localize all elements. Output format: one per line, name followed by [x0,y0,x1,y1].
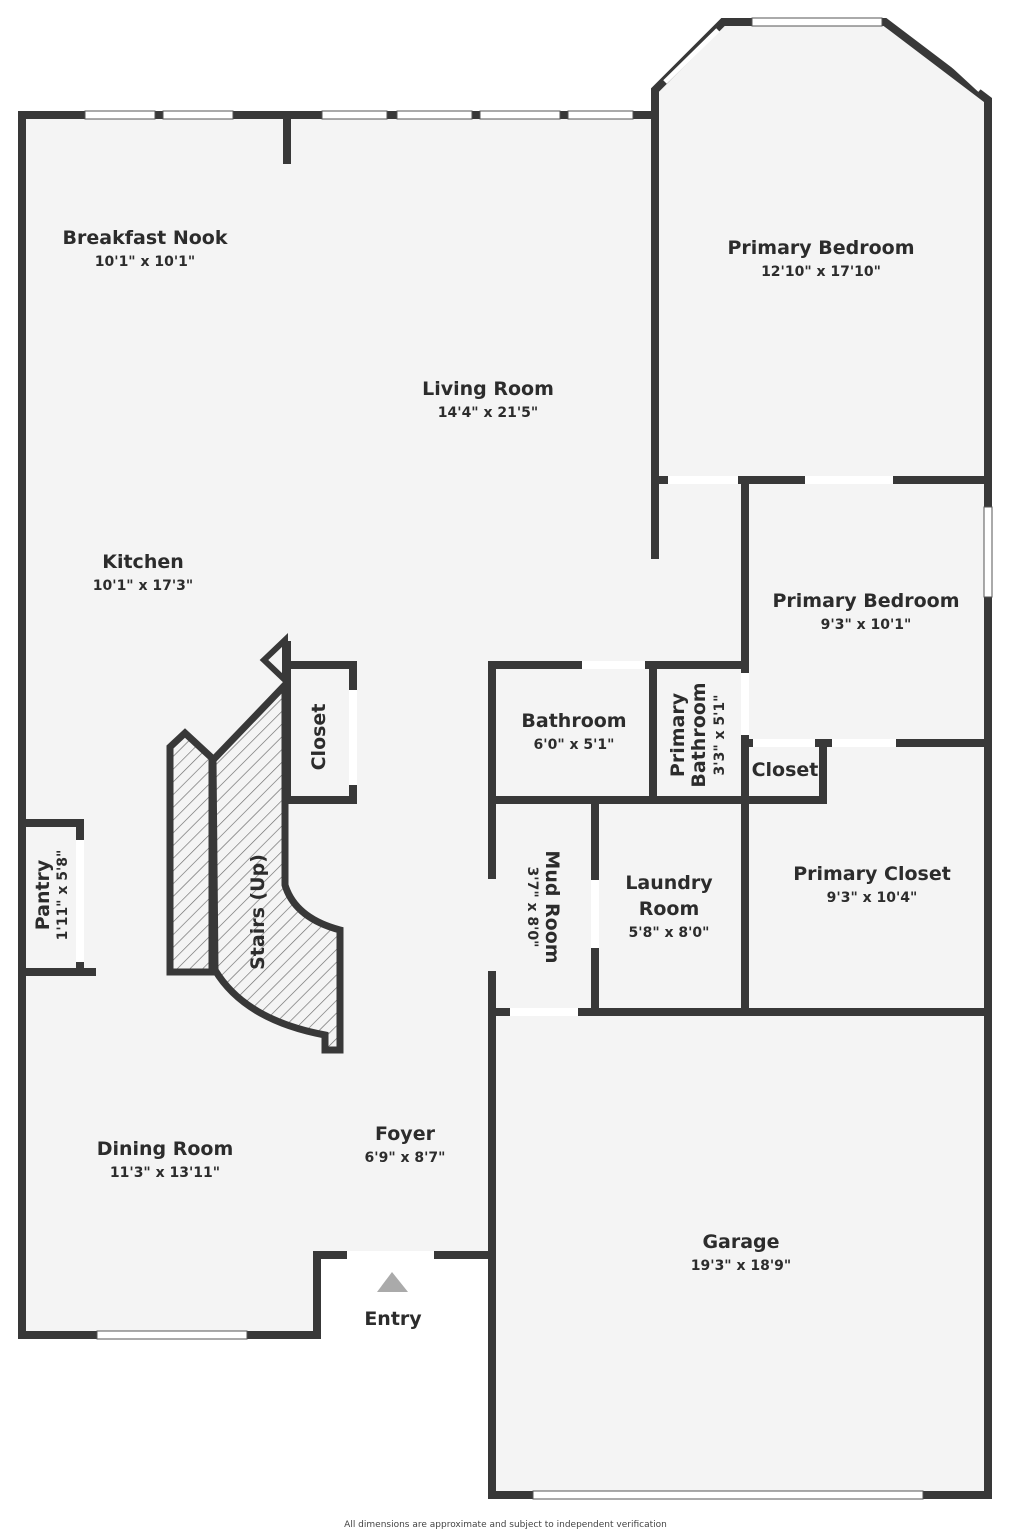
dim-dining-room: 11'3" x 13'11" [110,1165,220,1181]
window-nook-2 [162,110,234,120]
main-floor [22,22,988,1495]
window-bed-top [751,17,883,27]
label-laundry-room-1: Laundry [625,872,713,894]
dim-primary-closet: 9'3" x 10'4" [827,890,918,906]
dim-kitchen: 10'1" x 17'3" [93,578,193,594]
label-primary-bedroom-2: Primary Bedroom [772,590,959,612]
label-foyer: Foyer [375,1123,436,1145]
window-garage [532,1490,924,1500]
label-primary-bathroom-1: Primary [667,692,689,777]
label-entry: Entry [364,1308,422,1330]
label-primary-closet: Primary Closet [793,863,951,885]
label-living-room: Living Room [422,378,554,400]
dim-primary-bedroom-1: 12'10" x 17'10" [761,264,881,280]
dim-laundry-room: 5'8" x 8'0" [629,925,710,941]
label-pantry: Pantry [32,859,54,930]
window-bed-diag-left [663,28,720,84]
entry-arrow-icon [377,1272,408,1292]
label-primary-bathroom-2: Bathroom [688,682,710,787]
dim-pantry: 1'11" x 5'8" [55,850,71,941]
dim-foyer: 6'9" x 8'7" [365,1150,446,1166]
window-living-2 [396,110,473,120]
windows [76,17,993,1500]
wall-closet-small [741,739,827,804]
label-closet-bed: Closet [752,759,819,781]
dim-mud-room: 3'7" x 8'0" [524,867,540,948]
floor-area [22,22,988,1495]
window-bed-diag-right [926,40,982,92]
label-kitchen: Kitchen [102,551,184,573]
labels: Breakfast Nook 10'1" x 10'1" Living Room… [32,227,960,1330]
dim-living-room: 14'4" x 21'5" [438,405,538,421]
stairs-hatch-main [209,676,344,1054]
stairs-area [166,633,344,1054]
dim-bathroom: 6'0" x 5'1" [534,737,615,753]
dim-breakfast-nook: 10'1" x 10'1" [95,254,195,270]
wall-exterior [18,18,992,1499]
window-dining [96,1330,248,1340]
label-closet-stairs: Closet [308,704,330,771]
stairs-landing-tab [259,633,288,687]
label-primary-bedroom-1: Primary Bedroom [727,237,914,259]
label-mud-room: Mud Room [541,850,563,963]
dim-primary-bathroom: 3'3" x 5'1" [712,695,728,776]
label-dining-room: Dining Room [97,1138,234,1160]
window-nook-1 [84,110,156,120]
window-living-4 [567,110,634,120]
window-living-1 [321,110,388,120]
disclaimer-text: All dimensions are approximate and subje… [344,1520,667,1530]
window-living-3 [479,110,561,120]
label-laundry-room-2: Room [639,898,700,920]
stairs-hatch-left [166,728,216,976]
dim-garage: 19'3" x 18'9" [691,1258,791,1274]
label-bathroom: Bathroom [521,710,626,732]
window-bed-right [983,506,993,598]
label-breakfast-nook: Breakfast Nook [63,227,228,249]
label-stairs: Stairs (Up) [247,854,269,970]
dim-primary-bedroom-2: 9'3" x 10'1" [821,617,912,633]
label-garage: Garage [702,1231,779,1253]
